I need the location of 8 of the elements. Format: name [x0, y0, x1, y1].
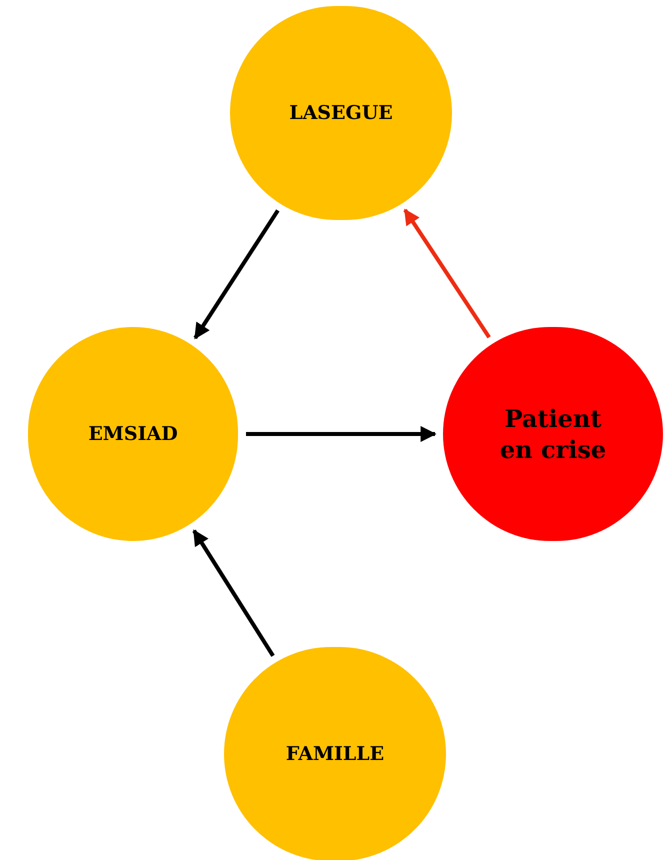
- arrow: [246, 426, 437, 442]
- node-label: Patient en crise: [498, 402, 608, 466]
- node-label: EMSIAD: [87, 422, 179, 446]
- arrow: [403, 208, 491, 338]
- node-label: LASEGUE: [288, 100, 394, 126]
- node-label: FAMILLE: [284, 742, 386, 766]
- arrow: [192, 529, 275, 657]
- arrow: [194, 209, 280, 340]
